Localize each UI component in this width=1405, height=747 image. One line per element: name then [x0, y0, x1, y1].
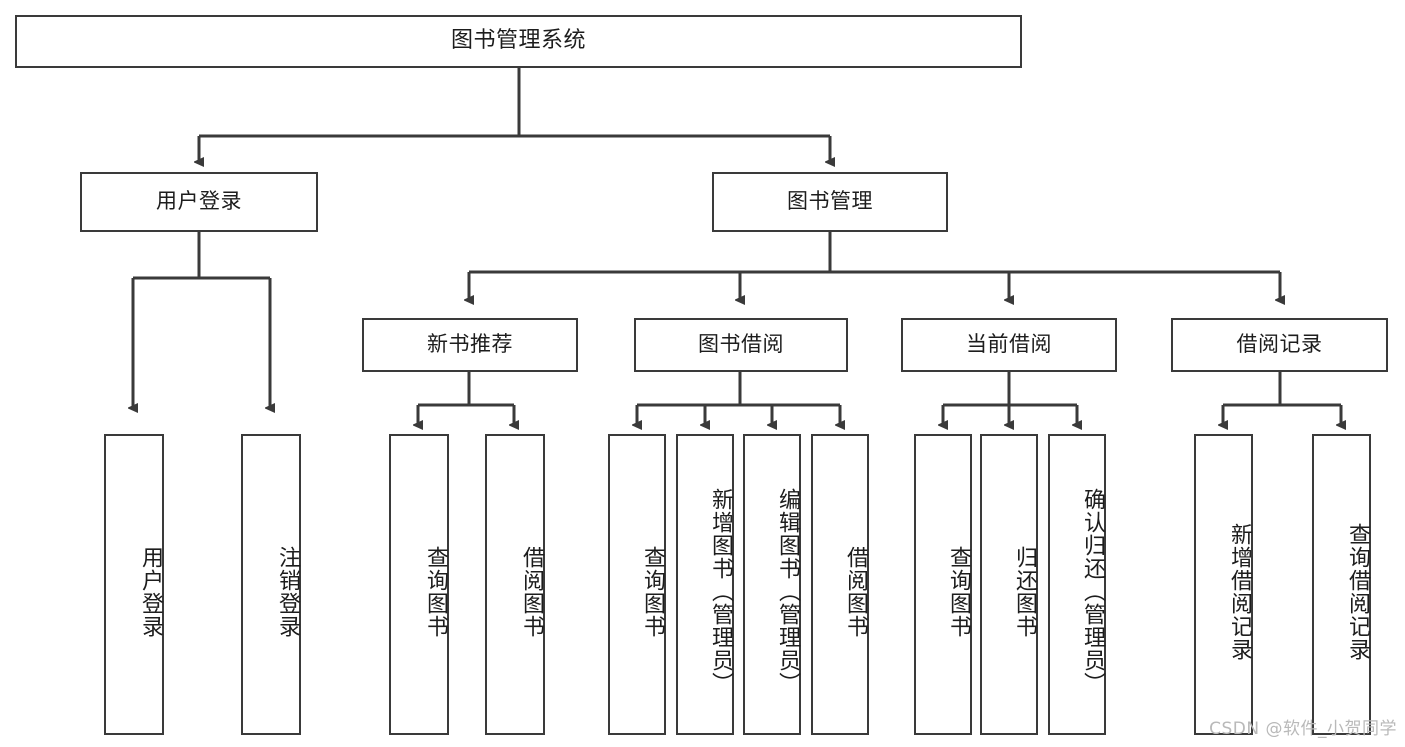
node-user-login[interactable]: 用户登录: [80, 172, 318, 232]
node-label: 用户登录: [156, 189, 242, 214]
node-label: 借阅图书: [843, 545, 868, 638]
node-label: 编辑图书（管理员）: [775, 488, 800, 695]
node-label: 图书管理系统: [450, 28, 586, 54]
node-label: 注销登录: [275, 545, 300, 638]
leaf-book-borrow-query[interactable]: 查询图书: [608, 434, 666, 735]
node-label: 图书借阅: [698, 332, 784, 357]
csdn-watermark: CSDN @软件_小贺同学: [1209, 719, 1397, 739]
leaf-current-borrow-return[interactable]: 归还图书: [980, 434, 1038, 735]
node-label: 查询借阅记录: [1345, 522, 1370, 661]
node-label: 查询图书: [946, 545, 971, 638]
leaf-book-borrow-add[interactable]: 新增图书（管理员）: [676, 434, 734, 735]
leaf-book-borrow-edit[interactable]: 编辑图书（管理员）: [743, 434, 801, 735]
node-label: 图书管理: [787, 189, 873, 214]
node-label: 当前借阅: [966, 332, 1052, 357]
leaf-borrow-record-query[interactable]: 查询借阅记录: [1312, 434, 1371, 735]
node-label: 用户登录: [138, 545, 163, 638]
leaf-current-borrow-query[interactable]: 查询图书: [914, 434, 972, 735]
leaf-current-borrow-confirm-return[interactable]: 确认归还（管理员）: [1048, 434, 1106, 735]
node-label: 新增图书（管理员）: [708, 488, 733, 695]
node-label: 确认归还（管理员）: [1080, 488, 1105, 695]
node-label: 新书推荐: [427, 332, 513, 357]
node-label: 新增借阅记录: [1227, 522, 1252, 661]
node-book-management[interactable]: 图书管理: [712, 172, 948, 232]
node-label: 查询图书: [640, 545, 665, 638]
node-label: 归还图书: [1012, 545, 1037, 638]
node-label: 借阅图书: [519, 545, 544, 638]
leaf-user-login-logout[interactable]: 注销登录: [241, 434, 301, 735]
node-label: 查询图书: [423, 545, 448, 638]
node-book-borrow[interactable]: 图书借阅: [634, 318, 848, 372]
node-current-borrow[interactable]: 当前借阅: [901, 318, 1117, 372]
leaf-user-login-login[interactable]: 用户登录: [104, 434, 164, 735]
node-new-book-recommend[interactable]: 新书推荐: [362, 318, 578, 372]
node-borrow-record[interactable]: 借阅记录: [1171, 318, 1388, 372]
node-label: 借阅记录: [1236, 332, 1323, 357]
leaf-new-book-query[interactable]: 查询图书: [389, 434, 449, 735]
node-root-system[interactable]: 图书管理系统: [15, 15, 1022, 68]
leaf-book-borrow-borrow[interactable]: 借阅图书: [811, 434, 869, 735]
leaf-borrow-record-add[interactable]: 新增借阅记录: [1194, 434, 1253, 735]
leaf-new-book-borrow[interactable]: 借阅图书: [485, 434, 545, 735]
